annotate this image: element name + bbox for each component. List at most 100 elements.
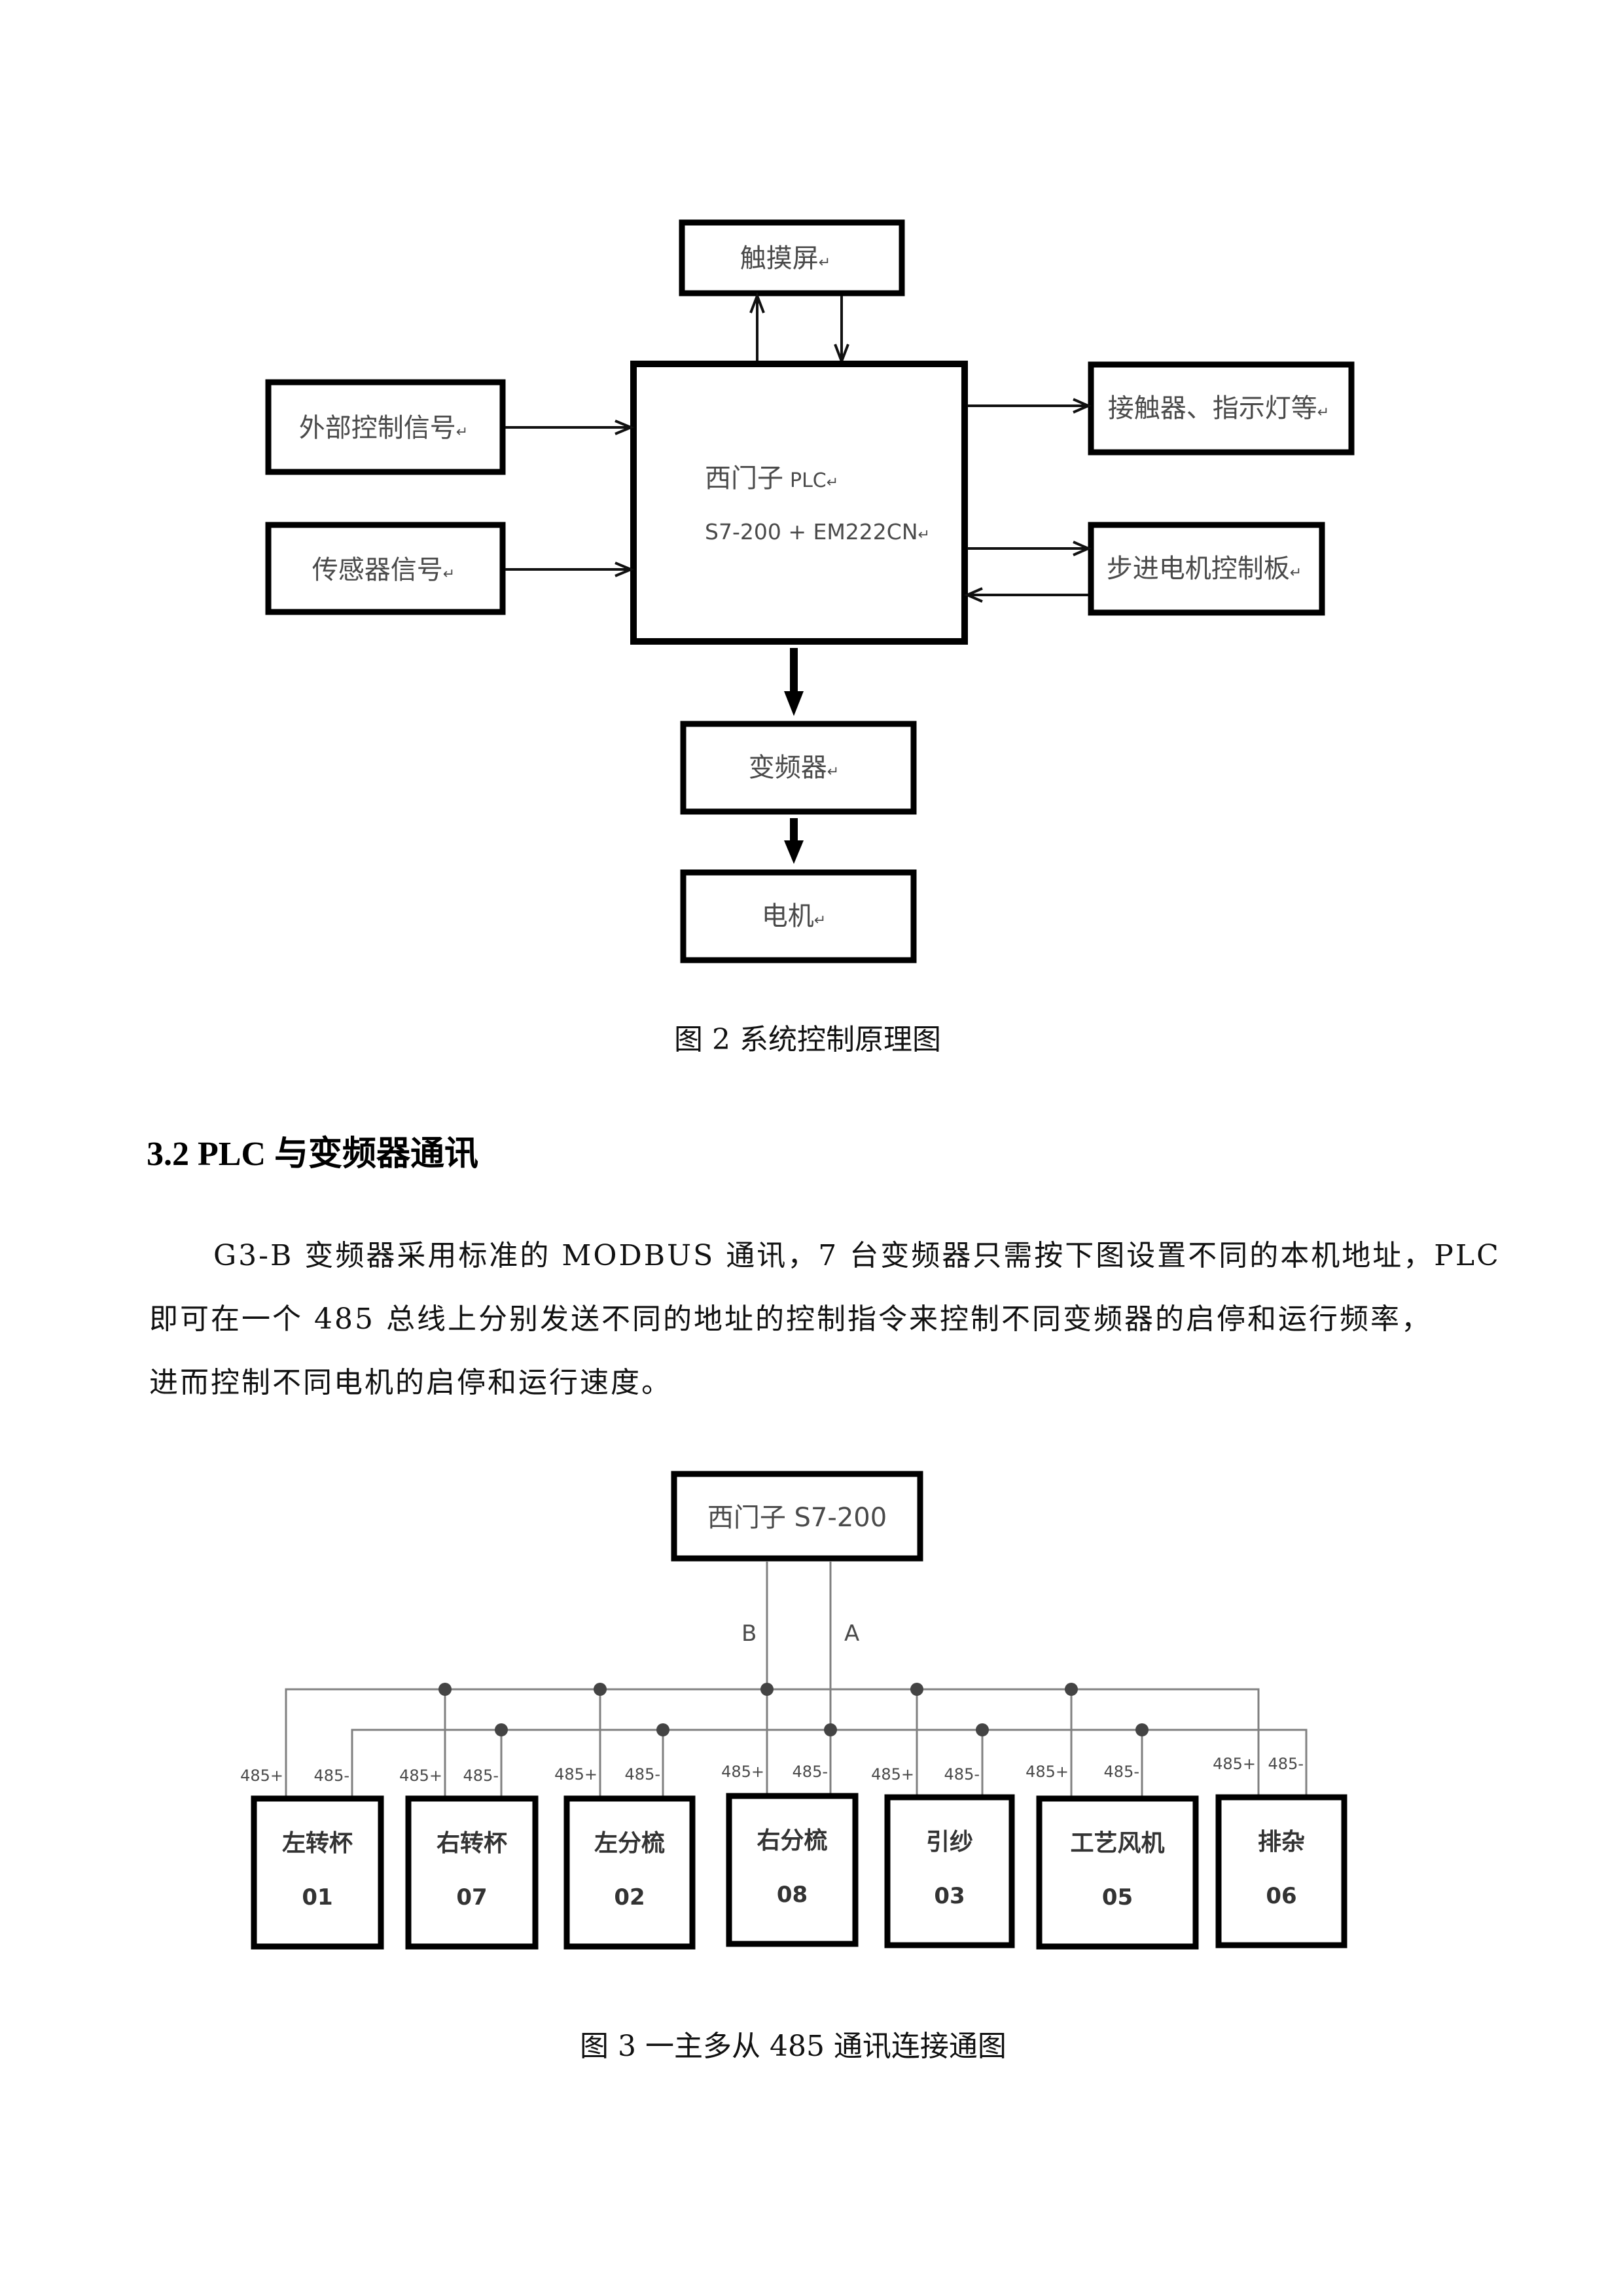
paragraph-mark: ↵	[1317, 404, 1329, 421]
paragraph-mark: ↵	[827, 475, 838, 491]
slave-address: 01	[302, 1884, 332, 1910]
inverter-to-motor-arrow	[784, 818, 804, 864]
slave-box	[405, 1795, 539, 1950]
paragraph-line-2: 即可在一个 485 总线上分别发送不同的地址的控制指令来控制不同变频器的启停和运…	[149, 1302, 1432, 1336]
stepper-board-node: 步进电机控制板↵	[1088, 522, 1325, 616]
inverter-node: 变频器↵	[680, 721, 917, 815]
svg-text:接触器、指示灯等↵: 接触器、指示灯等↵	[1108, 393, 1329, 423]
junction-dot-plus	[594, 1683, 607, 1696]
slave-name: 排杂	[1258, 1829, 1305, 1856]
svg-text:传感器信号↵: 传感器信号↵	[312, 555, 455, 585]
external-to-plc-arrow	[505, 420, 635, 435]
terminal-label-minus: 485-	[944, 1765, 980, 1784]
slave-name: 工艺风机	[1070, 1830, 1164, 1857]
slave-name: 右转杯	[437, 1830, 507, 1857]
slave-box	[884, 1794, 1015, 1948]
junction-dot-plus	[760, 1683, 774, 1696]
bus-label-b: B	[741, 1621, 757, 1647]
terminal-label-plus: 485+	[554, 1765, 597, 1784]
slave-address: 07	[456, 1884, 487, 1910]
slave-address: 02	[614, 1884, 645, 1910]
terminal-label-plus: 485+	[399, 1767, 442, 1785]
paragraph-line-1: G3-B 变频器采用标准的 MODBUS 通讯，7 台变频器只需按下图设置不同的…	[213, 1239, 1501, 1272]
svg-text:外部控制信号↵: 外部控制信号↵	[299, 413, 468, 443]
master-plc-label: 西门子 S7-200	[707, 1503, 887, 1533]
plc-label-cn: 西门子	[705, 463, 783, 493]
slave-inverter-node: 右转杯 07	[405, 1795, 539, 1950]
junction-dot-minus	[824, 1723, 837, 1736]
slave-address: 03	[934, 1883, 965, 1909]
motor-node: 电机↵	[680, 869, 917, 963]
slave-name: 引纱	[926, 1829, 973, 1856]
sensor-signal-node: 传感器信号↵	[265, 522, 506, 615]
terminal-label-minus: 485-	[1104, 1763, 1139, 1781]
paragraph-mark: ↵	[819, 255, 830, 271]
svg-text:S7-200 + EM222CN↵: S7-200 + EM222CN↵	[705, 519, 930, 545]
sensor-to-plc-arrow	[505, 562, 635, 577]
slave-drop-wires: 485+ 485- 485+ 485- 485+ 485- 485+ 485- 485+ 485-…	[240, 1689, 1304, 1799]
bus-trunk-minus	[351, 1729, 1308, 1799]
inverter-label: 变频器	[749, 753, 827, 783]
slave-box	[563, 1795, 696, 1950]
slave-box	[726, 1793, 859, 1947]
sensor-signal-label: 传感器信号	[312, 555, 443, 585]
svg-text:触摸屏↵: 触摸屏↵	[740, 243, 830, 274]
external-signal-label: 外部控制信号	[299, 413, 456, 443]
plc-model-label: S7-200 + EM222CN	[705, 519, 918, 545]
terminal-label-plus: 485+	[721, 1763, 764, 1781]
terminal-label-minus: 485-	[793, 1763, 828, 1781]
slave-inverter-node: 排杂 06	[1215, 1794, 1347, 1948]
paragraph-mark: ↵	[456, 424, 468, 440]
plc-label-en: PLC	[790, 469, 827, 492]
contactor-label: 接触器、指示灯等	[1108, 393, 1317, 423]
section-heading: 3.2 PLC 与变频器通讯	[147, 1136, 479, 1173]
slave-box	[1036, 1795, 1199, 1950]
junction-dots	[438, 1683, 1149, 1736]
terminal-label-minus: 485-	[314, 1767, 349, 1785]
figure-3-caption: 图 3 一主多从 485 通讯连接通图	[580, 2030, 1007, 2063]
slave-inverter-node: 右分梳 08	[726, 1793, 859, 1947]
paragraph-mark: ↵	[827, 764, 839, 780]
junction-dot-minus	[656, 1723, 669, 1736]
slave-name: 右分梳	[757, 1827, 827, 1854]
touchscreen-node: 触摸屏↵	[679, 219, 905, 296]
terminal-label-plus: 485+	[1026, 1763, 1069, 1781]
paragraph-line-3: 进而控制不同电机的启停和运行速度。	[149, 1366, 672, 1399]
plc-stepper-arrows	[963, 541, 1092, 603]
bus-label-a: A	[844, 1621, 859, 1647]
terminal-label-minus: 485-	[1268, 1755, 1304, 1773]
junction-dot-minus	[495, 1723, 508, 1736]
terminal-label-plus: 485+	[871, 1765, 914, 1784]
junction-dot-plus	[438, 1683, 452, 1696]
slave-address: 06	[1266, 1883, 1296, 1909]
svg-text:电机↵: 电机↵	[762, 901, 826, 931]
junction-dot-minus	[1135, 1723, 1149, 1736]
junction-dot-minus	[976, 1723, 989, 1736]
junction-dot-plus	[910, 1683, 923, 1696]
paragraph-mark: ↵	[1290, 565, 1302, 581]
svg-text:变频器↵: 变频器↵	[749, 753, 839, 783]
plc-to-inverter-arrow	[784, 648, 804, 716]
junction-dot-plus	[1065, 1683, 1078, 1696]
paragraph-mark: ↵	[443, 566, 455, 583]
svg-text:步进电机控制板↵: 步进电机控制板↵	[1107, 554, 1302, 584]
paragraph-mark: ↵	[918, 527, 930, 543]
terminal-label-minus: 485-	[625, 1765, 660, 1784]
slave-box	[251, 1795, 384, 1950]
motor-label: 电机	[762, 901, 814, 931]
slave-inverter-node: 引纱 03	[884, 1794, 1015, 1948]
slave-address: 08	[777, 1882, 808, 1908]
terminal-label-minus: 485-	[463, 1767, 499, 1785]
plc-to-contactor-arrow	[967, 398, 1092, 414]
touchscreen-label: 触摸屏	[740, 243, 819, 274]
figure-2-caption: 图 2 系统控制原理图	[674, 1023, 941, 1056]
contactor-node: 接触器、指示灯等↵	[1088, 361, 1355, 456]
